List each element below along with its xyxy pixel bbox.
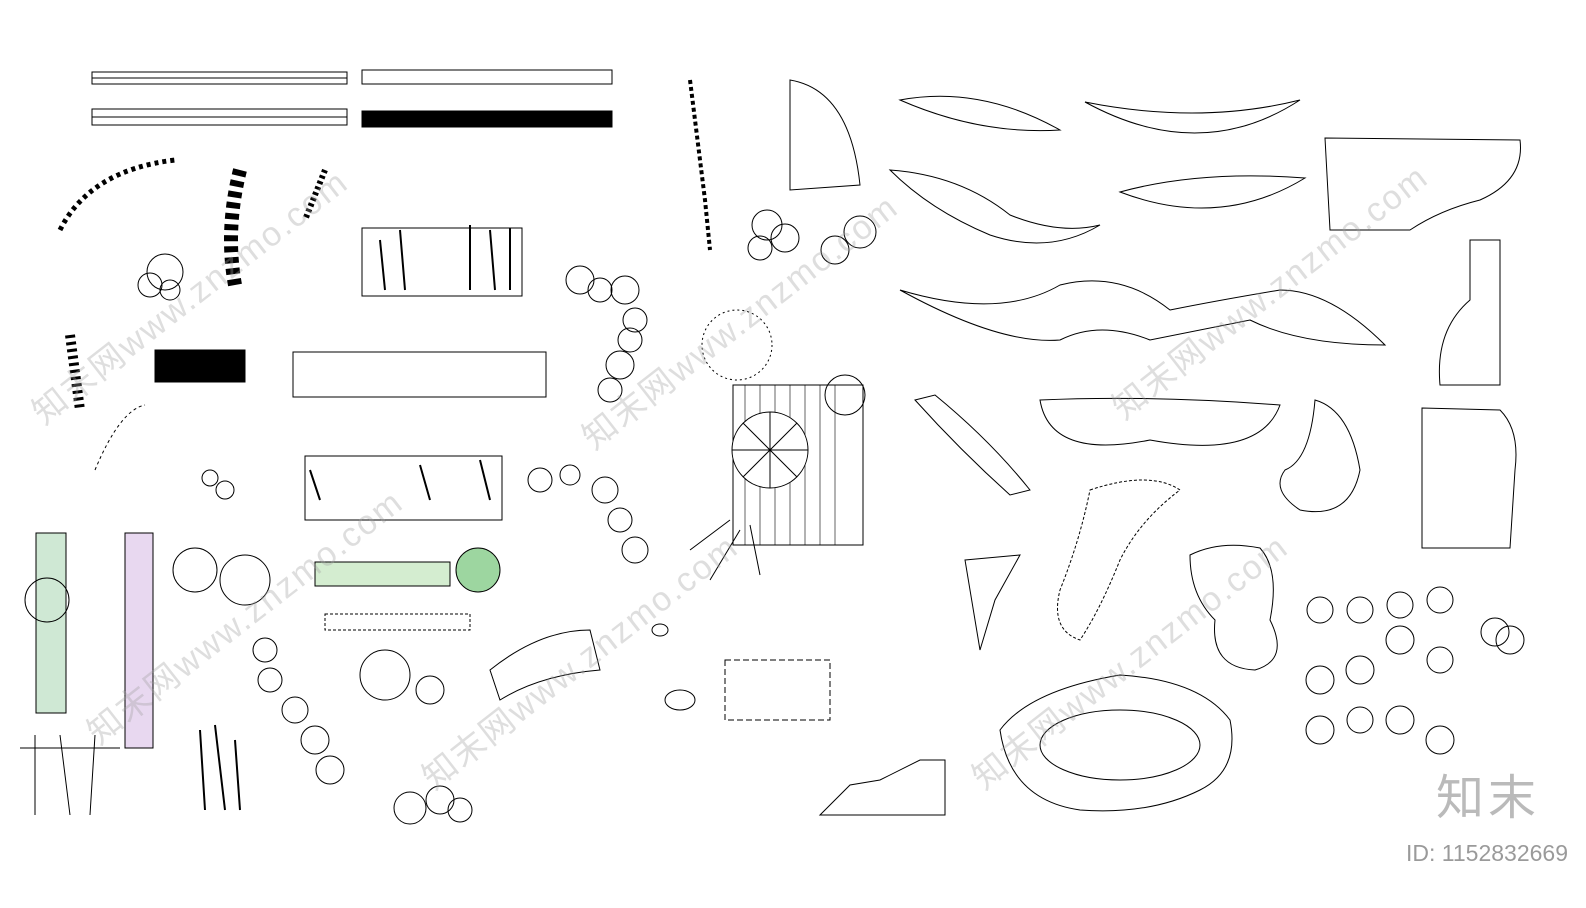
asset-id-label: ID: 1152832669 <box>1406 840 1568 866</box>
elevation-panels <box>292 225 547 521</box>
shrub-cluster-symbols <box>57 157 328 606</box>
colored-planting-strips <box>24 532 501 749</box>
planting-bed-plans <box>914 137 1521 549</box>
hedge-wave-symbols <box>888 95 1387 346</box>
pond-and-tree-plans <box>964 479 1525 812</box>
znzmo-logo: 知末 <box>1435 770 1540 826</box>
paving-strip-symbols <box>91 69 613 128</box>
structure-elevations <box>20 724 473 825</box>
deck-with-umbrella-plan <box>689 309 866 581</box>
tree-row-symbols <box>252 265 649 785</box>
vertical-planting-plan <box>688 79 877 265</box>
path-and-stone-symbols <box>324 613 946 816</box>
